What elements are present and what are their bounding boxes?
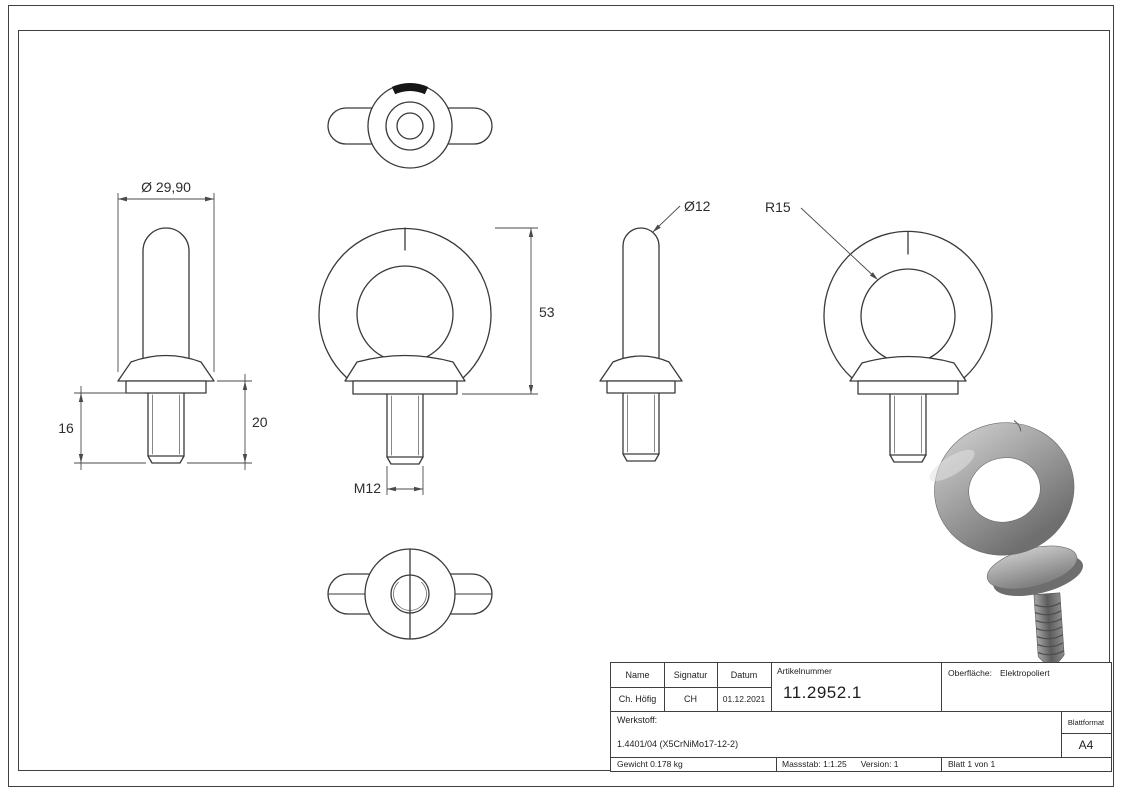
titleblock-artikelnummer-label: Artikelnummer bbox=[777, 666, 832, 676]
dim-thread-size: M12 bbox=[354, 466, 424, 496]
dim-collar-diameter-label: Ø 29,90 bbox=[141, 179, 191, 195]
view-top bbox=[327, 82, 493, 169]
render-seam bbox=[1013, 420, 1022, 432]
titleblock-header-datum: Datum bbox=[730, 670, 758, 680]
dim-eye-radius-label: R15 bbox=[765, 199, 791, 215]
title-block: Name Signatur Datum Ch. Höfig CH 01.12.2… bbox=[610, 662, 1112, 772]
render-highlight bbox=[929, 449, 975, 482]
dim-thread-length: 16 bbox=[58, 386, 146, 470]
titleblock-value-name: Ch. Höfig bbox=[618, 694, 657, 704]
rendered-eyebolt-3d bbox=[929, 420, 1084, 665]
titleblock-gewicht: Gewicht 0.178 kg bbox=[617, 759, 683, 769]
titleblock-value-datum: 01.12.2021 bbox=[722, 694, 766, 704]
view-side-left bbox=[117, 227, 215, 464]
render-ring bbox=[934, 422, 1075, 556]
titleblock-werkstoff: 1.4401/04 (X5CrNiMo17-12-2) bbox=[617, 739, 739, 749]
dim-collar-diameter: Ø 29,90 bbox=[117, 179, 215, 372]
view-side-right bbox=[599, 227, 683, 462]
titleblock-header-name: Name bbox=[625, 670, 650, 680]
titleblock-blattformat: A4 bbox=[1078, 738, 1094, 752]
titleblock-oberflaeche: Oberfläche: Elektropoliert bbox=[948, 668, 1050, 678]
render-stud bbox=[1033, 592, 1065, 665]
view-front-right bbox=[823, 230, 993, 463]
inner-frame bbox=[18, 30, 1110, 771]
titleblock-header-signatur: Signatur bbox=[673, 670, 708, 680]
dim-eye-radius: R15 bbox=[765, 199, 878, 280]
dim-bar-diameter-label: Ø12 bbox=[684, 198, 711, 214]
dim-overall-height: 53 bbox=[462, 227, 555, 395]
dim-shank-length-label: 20 bbox=[252, 414, 268, 430]
dim-thread-length-label: 16 bbox=[58, 420, 74, 436]
view-front bbox=[318, 227, 492, 465]
titleblock-massstab: Massstab: 1:1.25 Version: 1 bbox=[782, 759, 899, 769]
titleblock-blattformat-label: Blattformat bbox=[1067, 717, 1105, 727]
dim-thread-size-label: M12 bbox=[354, 480, 381, 496]
outer-frame bbox=[8, 5, 1114, 787]
brand-stamp-icon bbox=[391, 82, 429, 95]
dim-bar-diameter: Ø12 bbox=[652, 198, 711, 233]
titleblock-werkstoff-label: Werkstoff: bbox=[617, 715, 658, 725]
dim-shank-length: 20 bbox=[187, 374, 268, 470]
view-bottom bbox=[327, 548, 493, 640]
titleblock-value-signatur: CH bbox=[684, 694, 697, 704]
dim-overall-height-label: 53 bbox=[539, 304, 555, 320]
titleblock-blatt: Blatt 1 von 1 bbox=[948, 759, 996, 769]
titleblock-artikelnummer: 11.2952.1 bbox=[783, 683, 862, 702]
